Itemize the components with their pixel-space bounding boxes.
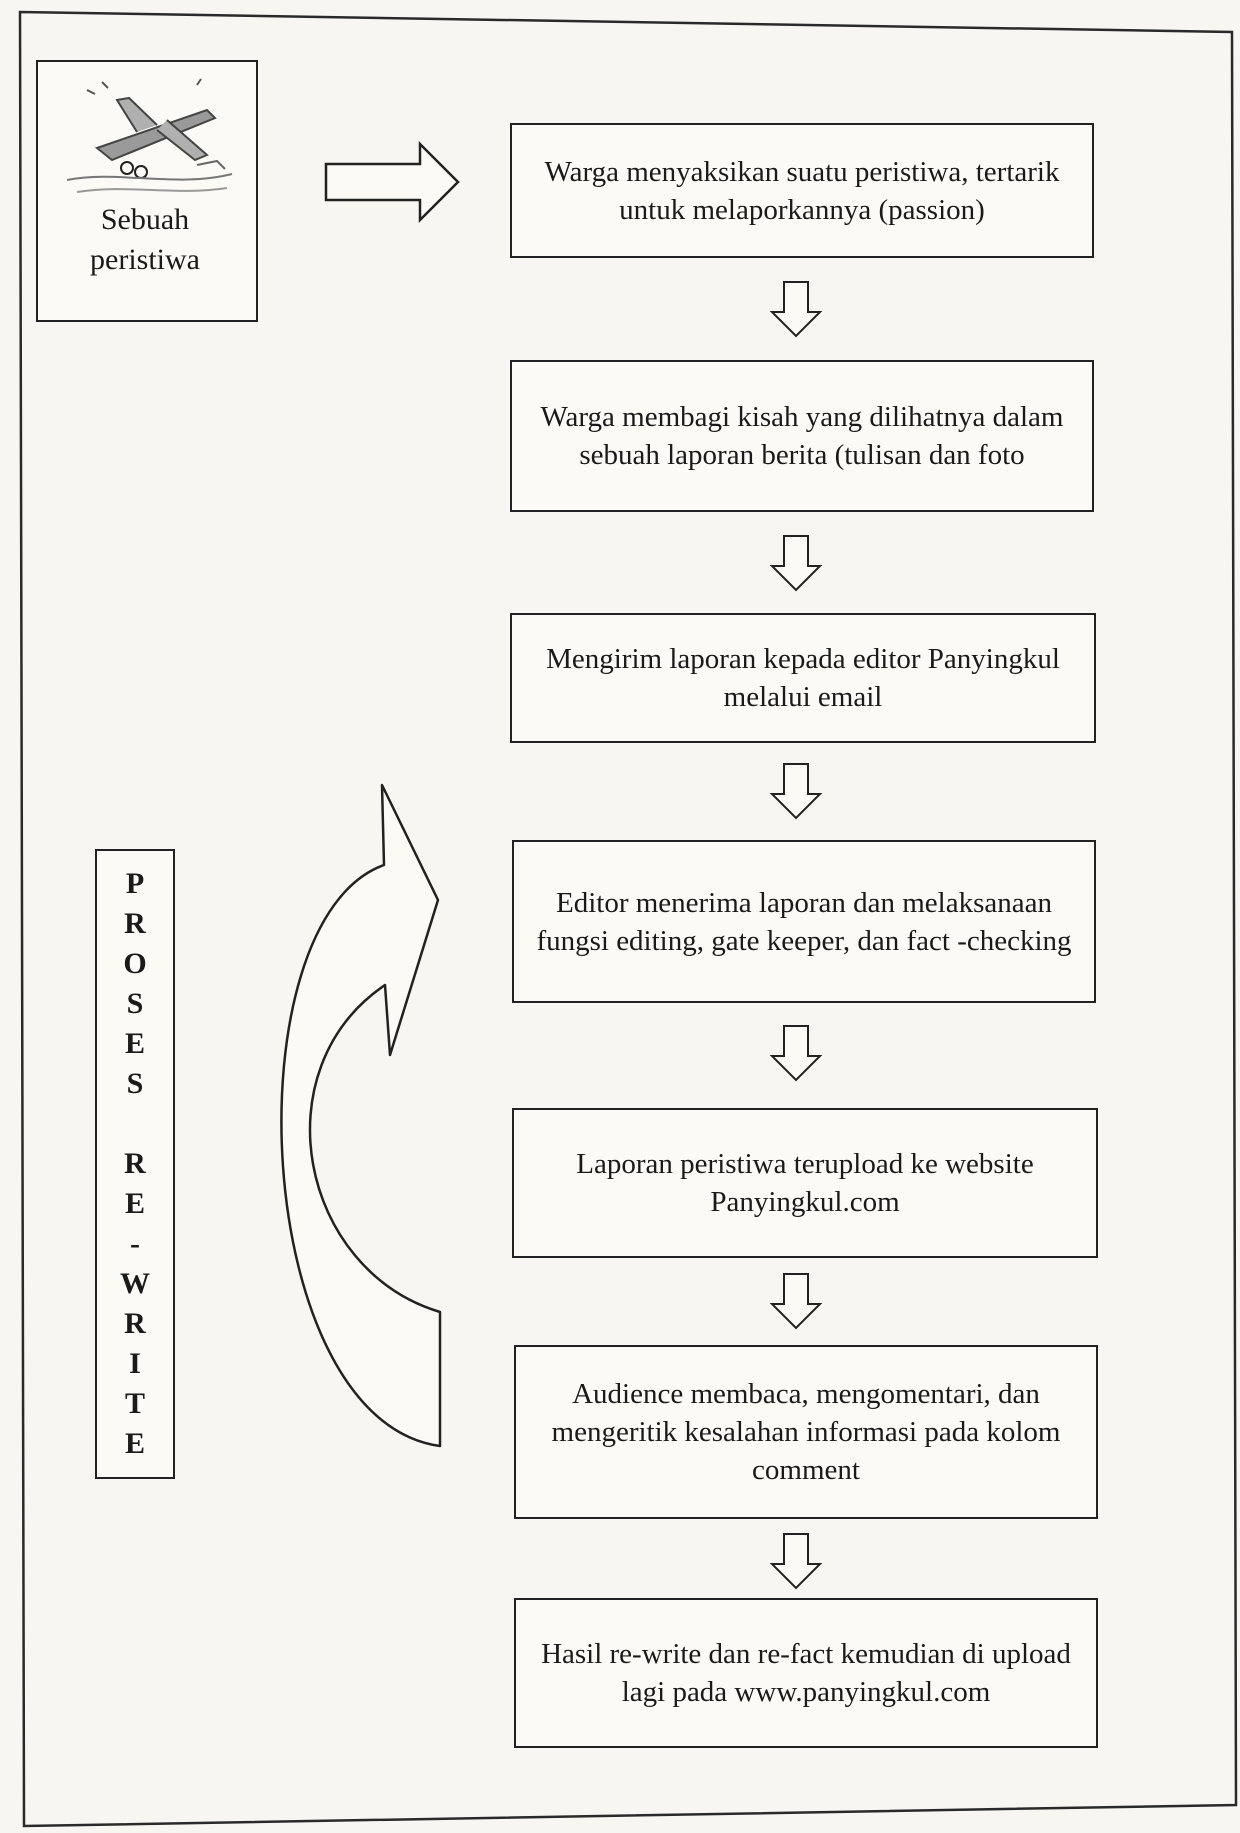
- step-5-box: Laporan peristiwa terupload ke website P…: [512, 1108, 1098, 1258]
- step-4-box: Editor menerima laporan dan melaksanaan …: [512, 840, 1096, 1003]
- down-arrow-icon: [769, 281, 823, 338]
- step-6-box: Audience membaca, mengomentari, dan meng…: [514, 1345, 1098, 1519]
- step-7-box: Hasil re-write dan re-fact kemudian di u…: [514, 1598, 1098, 1748]
- step-2-box: Warga membagi kisah yang dilihatnya dala…: [510, 360, 1094, 512]
- step-1-box: Warga menyaksikan suatu peristiwa, terta…: [510, 123, 1094, 258]
- down-arrow-icon: [769, 1273, 823, 1330]
- proses-rewrite-label: P R O S E S R E - W R I T E: [120, 867, 150, 1460]
- step-1-text: Warga menyaksikan suatu peristiwa, terta…: [544, 155, 1060, 226]
- step-3-box: Mengirim laporan kepada editor Panyingku…: [510, 613, 1096, 743]
- down-arrow-icon: [769, 763, 823, 820]
- step-6-text: Audience membaca, mengomentari, dan meng…: [551, 1378, 1061, 1486]
- step-3-text: Mengirim laporan kepada editor Panyingku…: [546, 643, 1060, 713]
- proses-rewrite-label-box: P R O S E S R E - W R I T E: [95, 849, 175, 1479]
- step-5-text: Laporan peristiwa terupload ke website P…: [576, 1148, 1034, 1218]
- step-7-text: Hasil re-write dan re-fact kemudian di u…: [541, 1638, 1071, 1708]
- down-arrow-icon: [769, 1533, 823, 1590]
- down-arrow-icon: [769, 1025, 823, 1082]
- step-4-text: Editor menerima laporan dan melaksanaan …: [536, 886, 1072, 957]
- step-2-text: Warga membagi kisah yang dilihatnya dala…: [540, 401, 1064, 471]
- curved-loop-arrow-icon: [280, 783, 442, 1448]
- right-arrow-icon: [324, 140, 460, 224]
- event-label: Sebuah peristiwa: [90, 203, 200, 276]
- crashed-plane-illustration: [66, 78, 233, 193]
- down-arrow-icon: [769, 535, 823, 592]
- event-box: [36, 60, 258, 322]
